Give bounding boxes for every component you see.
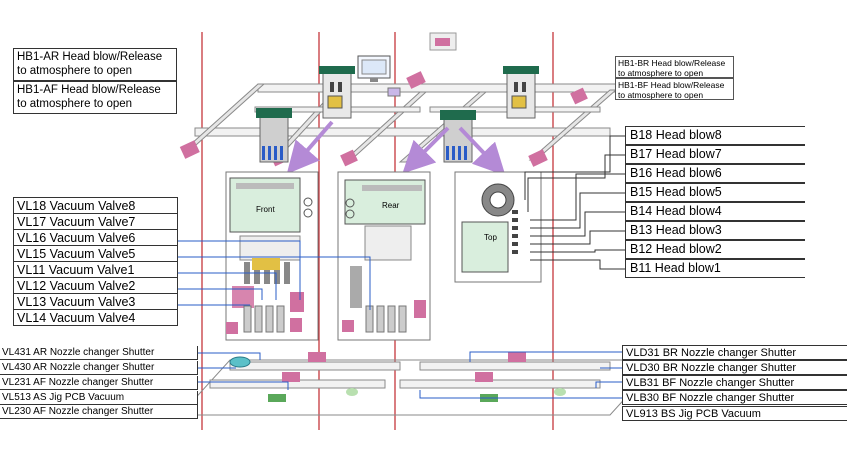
- shutter-label: VL513 AS Jig PCB Vacuum: [0, 391, 198, 405]
- shutter-label: VLB31 BF Nozzle changer Shutter: [622, 375, 847, 390]
- head-blow-label: B16 Head blow6: [625, 164, 805, 183]
- hb1-ar-line1: HB1-AR Head blow/Release: [17, 51, 163, 63]
- hb1-bf-line1: HB1-BF Head blow/Release: [618, 80, 725, 90]
- hb1-af-line2: to atmosphere to open: [17, 98, 133, 110]
- hb1-af-label: HB1-AF Head blow/Release to atmosphere t…: [13, 81, 177, 114]
- vacuum-valve-label: VL16 Vacuum Valve6: [13, 229, 178, 246]
- hb1-br-line1: HB1-BR Head blow/Release: [618, 58, 726, 68]
- monitor-icon: [357, 55, 391, 82]
- hb1-af-line1: HB1-AF Head blow/Release: [17, 84, 161, 96]
- top-board-assembly: [454, 171, 542, 283]
- head-blow-label: B12 Head blow2: [625, 240, 805, 259]
- solenoid-valve-icon: [440, 110, 476, 163]
- vacuum-valve-label: VL12 Vacuum Valve2: [13, 277, 178, 294]
- shutter-label: VL431 AR Nozzle changer Shutter: [0, 346, 198, 360]
- shutter-label: VL430 AR Nozzle changer Shutter: [0, 361, 198, 375]
- hb1-br-line2: to atmosphere to open: [618, 68, 704, 78]
- vacuum-valve-label: VL15 Vacuum Valve5: [13, 245, 178, 262]
- vacuum-valve-lines: [178, 240, 371, 310]
- head-blow-label: B14 Head blow4: [625, 202, 805, 221]
- solenoid-valve-icon: [256, 108, 292, 163]
- vacuum-valve-label: VL14 Vacuum Valve4: [13, 309, 178, 326]
- upper-gantry: [179, 71, 641, 167]
- shutter-label: VL913 BS Jig PCB Vacuum: [622, 406, 847, 421]
- hb1-bf-label: HB1-BF Head blow/Release to atmosphere t…: [615, 78, 734, 100]
- front-board-assembly: [225, 171, 319, 341]
- vacuum-valve-label: VL17 Vacuum Valve7: [13, 213, 178, 230]
- board-label-top: Top: [484, 233, 497, 242]
- top-indicator-block: [429, 32, 457, 51]
- hb1-ar-line2: to atmosphere to open: [17, 65, 133, 77]
- head-blow-label: B18 Head blow8: [625, 126, 805, 145]
- shutter-label: VL230 AF Nozzle changer Shutter: [0, 405, 198, 419]
- hb1-br-label: HB1-BR Head blow/Release to atmosphere t…: [615, 56, 734, 78]
- board-label-front: Front: [256, 205, 275, 214]
- board-label-rear: Rear: [382, 201, 400, 210]
- nozzle-icon: [229, 356, 566, 396]
- vacuum-valve-label: VL13 Vacuum Valve3: [13, 293, 178, 310]
- head-blow-label: B13 Head blow3: [625, 221, 805, 240]
- head-blow-label: B11 Head blow1: [625, 259, 805, 278]
- hb1-ar-label: HB1-AR Head blow/Release to atmosphere t…: [13, 48, 177, 81]
- shutter-label: VLD30 BR Nozzle changer Shutter: [622, 360, 847, 375]
- hb1-bf-line2: to atmosphere to open: [618, 90, 704, 100]
- vacuum-valve-label: VL18 Vacuum Valve8: [13, 197, 178, 214]
- head-blow-label: B15 Head blow5: [625, 183, 805, 202]
- head-blow-lines: [524, 135, 625, 270]
- head-blow-label: B17 Head blow7: [625, 145, 805, 164]
- rear-board-assembly: [337, 171, 431, 341]
- shutter-label: VL231 AF Nozzle changer Shutter: [0, 376, 198, 390]
- lower-nozzle-changer: [178, 352, 662, 416]
- head-unit-icon: [319, 66, 355, 119]
- vacuum-valve-label: VL11 Vacuum Valve1: [13, 261, 178, 278]
- shutter-lines: [198, 351, 622, 399]
- shutter-label: VLD31 BR Nozzle changer Shutter: [622, 345, 847, 360]
- shutter-label: VLB30 BF Nozzle changer Shutter: [622, 390, 847, 405]
- head-unit-icon: [503, 66, 539, 119]
- flow-arrows: [286, 120, 506, 176]
